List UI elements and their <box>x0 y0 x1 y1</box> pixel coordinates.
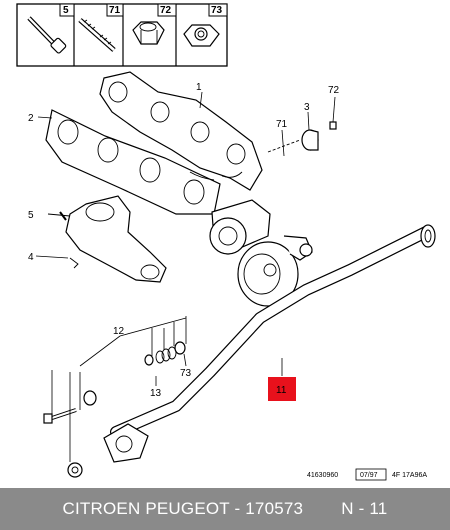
nut-73-drawing <box>183 24 220 47</box>
callout-1: 1 <box>196 82 202 93</box>
reference-doc: 4F 17A96A <box>392 472 427 479</box>
callout-11: 11 <box>276 385 287 396</box>
sleeve-3-drawing <box>267 121 337 153</box>
clamp-hardware <box>43 341 186 478</box>
nut-72-drawing <box>132 21 165 45</box>
callout-5: 5 <box>28 210 34 221</box>
callout-11-highlight <box>268 377 296 401</box>
header-part-number: 72 <box>160 5 172 16</box>
stud-5-drawing <box>47 211 71 221</box>
leader-lines <box>35 91 336 462</box>
header-part-number: 5 <box>63 5 69 16</box>
exhaust-manifold-diagram: 5 71 72 73 <box>16 3 436 481</box>
callout-2: 2 <box>28 113 34 124</box>
footer-ref: N - 11 <box>341 499 388 518</box>
footer-brand: CITROEN PEUGEOT - 170573 <box>62 499 304 518</box>
caption-bar: CITROEN PEUGEOT - 170573 N - 11 <box>0 488 450 530</box>
callout-3: 3 <box>304 102 310 113</box>
exhaust-manifold <box>99 71 263 191</box>
callout-71: 71 <box>276 119 288 130</box>
front-exhaust-pipe <box>103 224 436 463</box>
downpipe-elbow <box>65 195 167 283</box>
header-part-number: 71 <box>109 5 121 16</box>
bolt-5-drawing <box>27 16 67 54</box>
callout-73: 73 <box>180 368 192 379</box>
header-part-number: 73 <box>211 5 223 16</box>
callout-12: 12 <box>113 326 125 337</box>
turbocharger <box>209 199 313 307</box>
callout-72: 72 <box>328 85 340 96</box>
reference-date: 07/97 <box>360 472 378 479</box>
parts-header-table: 5 71 72 73 <box>16 3 228 67</box>
stud-71-drawing <box>78 18 116 52</box>
reference-code: 41630960 <box>307 472 338 479</box>
callout-13: 13 <box>150 388 162 399</box>
manifold-gasket <box>45 109 221 215</box>
callout-4: 4 <box>28 252 34 263</box>
